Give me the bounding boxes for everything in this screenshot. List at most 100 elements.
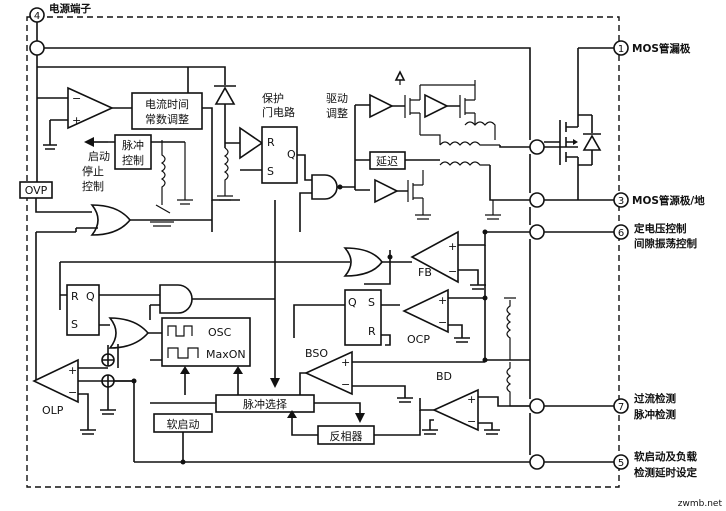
svg-text:−: − xyxy=(72,92,81,105)
pin-5-number: 5 xyxy=(618,458,624,469)
svg-text:−: − xyxy=(438,316,447,329)
bd-label: BD xyxy=(436,370,452,383)
and-gate-protect xyxy=(311,174,338,200)
pin-1: 1 MOS管漏极 xyxy=(613,40,691,56)
pin-6-number: 6 xyxy=(618,228,624,239)
olp-amplifier: + − OLP xyxy=(32,358,79,417)
pin-6-label-2: 间隙振荡控制 xyxy=(634,237,697,250)
pin-1-label: MOS管漏极 xyxy=(632,42,691,55)
olp-label: OLP xyxy=(42,404,64,417)
protect-gate-label-2: 门电路 xyxy=(262,105,295,119)
bd-amplifier: + − BD xyxy=(432,370,479,432)
pin-4: 4 电源端子 xyxy=(29,2,91,23)
node-drain-internal xyxy=(529,139,545,155)
pin-7: 7 过流检测 脉冲检测 xyxy=(613,392,676,421)
pin-5-label-1: 软启动及负载 xyxy=(634,450,697,463)
and-gate-middle xyxy=(159,284,193,314)
or-gate-left xyxy=(90,204,132,236)
current-time-adjust-block: 电流时间 常数调整 xyxy=(131,92,203,130)
rs-flipflop-ocp: Q S R xyxy=(344,289,382,346)
svg-text:R: R xyxy=(368,325,376,338)
error-amplifier-top: − + xyxy=(67,86,114,130)
svg-text:S: S xyxy=(267,165,274,178)
delay-block: 延迟 xyxy=(369,151,406,170)
arrow-start-stop xyxy=(84,137,94,147)
svg-text:R: R xyxy=(71,290,79,303)
soft-start-label: 软启动 xyxy=(167,417,200,431)
ocp-label: OCP xyxy=(407,333,430,346)
svg-text:+: + xyxy=(68,364,77,377)
svg-text:−: − xyxy=(341,378,350,391)
node-source-internal xyxy=(529,192,545,208)
body-diode xyxy=(578,114,602,166)
fb-label: FB xyxy=(418,266,432,279)
protect-gate-label-1: 保护 xyxy=(262,91,284,105)
start-stop-label-1: 启动 xyxy=(88,150,110,163)
soft-start-block: 软启动 xyxy=(153,413,213,433)
or-gate-lower xyxy=(108,317,150,349)
svg-text:+: + xyxy=(448,240,457,253)
rs-flipflop-left: R Q S xyxy=(66,284,100,336)
watermark-text: zwmb.net xyxy=(678,499,723,509)
current-time-label-1: 电流时间 xyxy=(145,97,189,111)
pin-3-number: 3 xyxy=(618,196,624,207)
driver-buffer-2 xyxy=(424,93,449,119)
driver-buffer-3 xyxy=(374,178,399,204)
pin-3-label: MOS管源极/地 xyxy=(632,194,705,207)
node-pin5-internal xyxy=(529,454,545,470)
pulse-select-block: 脉冲选择 xyxy=(215,394,315,413)
rs-flipflop-top: R S Q xyxy=(261,126,298,184)
osc-label: OSC xyxy=(208,326,232,339)
pulse-control-block: 脉冲 控制 xyxy=(114,134,152,170)
pin-6-label-1: 定电压控制 xyxy=(633,222,687,235)
pin-5: 5 软启动及负载 检测延时设定 xyxy=(613,450,697,479)
inverter-block: 反相器 xyxy=(317,425,375,445)
current-source-1 xyxy=(101,353,115,367)
svg-text:+: + xyxy=(467,393,476,406)
svg-text:+: + xyxy=(341,356,350,369)
drive-adjust-label-2: 调整 xyxy=(326,106,348,120)
ovp-label: OVP xyxy=(25,184,48,197)
pin-7-number: 7 xyxy=(618,402,624,413)
pulse-control-label-2: 控制 xyxy=(122,153,144,167)
pulse-control-label-1: 脉冲 xyxy=(122,138,144,152)
svg-text:S: S xyxy=(71,318,78,331)
svg-text:Q: Q xyxy=(348,296,357,309)
svg-text:−: − xyxy=(467,415,476,428)
fb-amplifier: + − FB xyxy=(410,230,459,284)
svg-text:−: − xyxy=(68,386,77,399)
ocp-comparator: + − OCP xyxy=(402,288,449,346)
pin-6: 6 定电压控制 间隙振荡控制 xyxy=(613,222,697,250)
drive-adjust-label-1: 驱动 xyxy=(326,92,348,105)
pin-4-label: 电源端子 xyxy=(49,2,91,15)
pin-4-number: 4 xyxy=(34,11,40,22)
zener-diode-top xyxy=(214,85,236,105)
inverter-label: 反相器 xyxy=(330,430,363,443)
current-source-2 xyxy=(101,374,115,388)
node-pin7-internal xyxy=(529,398,545,414)
osc-maxon-block: OSC MaxON xyxy=(161,317,251,367)
svg-text:+: + xyxy=(72,114,81,127)
delay-label: 延迟 xyxy=(376,155,398,168)
pin-7-label-2: 脉冲检测 xyxy=(633,408,676,421)
ovp-block: OVP xyxy=(19,181,53,199)
power-mosfet xyxy=(544,115,579,165)
start-stop-label-2: 停止 xyxy=(82,164,104,178)
ic-boundary xyxy=(26,16,620,488)
or-gate-middle xyxy=(343,247,383,277)
pin-5-label-2: 检测延时设定 xyxy=(634,466,697,479)
buffer-amp xyxy=(239,126,264,160)
node-pin6-internal xyxy=(529,224,545,240)
svg-text:+: + xyxy=(438,294,447,307)
svg-text:R: R xyxy=(267,136,275,149)
maxon-label: MaxON xyxy=(206,348,246,361)
bso-label: BSO xyxy=(305,347,328,360)
pin-3: 3 MOS管源极/地 xyxy=(613,192,705,208)
svg-text:Q: Q xyxy=(86,290,95,303)
driver-buffer-1 xyxy=(369,93,394,119)
pulse-select-label: 脉冲选择 xyxy=(243,397,287,411)
pin-1-number: 1 xyxy=(618,44,624,55)
node-vcc-internal xyxy=(29,40,45,56)
bso-amplifier: + − BSO xyxy=(304,347,353,396)
